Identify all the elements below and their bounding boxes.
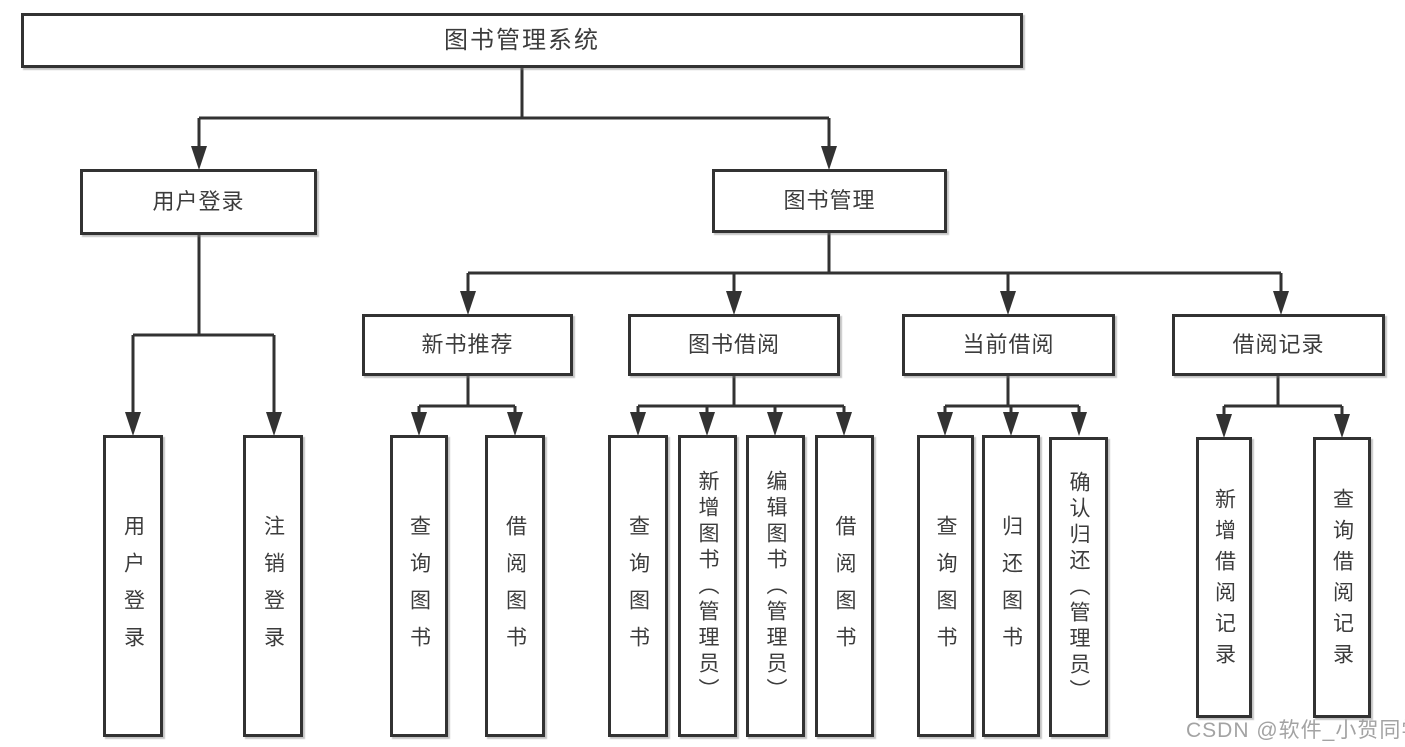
leaf-borrow-books-recommend: 借阅图书 [485,435,545,737]
leaf-query-books-recommend: 查询图书 [390,435,448,737]
leaf-add-borrow-record: 新增借阅记录 [1196,437,1252,718]
node-book-management: 图书管理 [712,169,947,233]
leaf-borrow-books: 借阅图书 [815,435,874,737]
node-book-borrowing: 图书借阅 [628,314,840,376]
leaf-edit-books-admin: 编辑图书（管理员） [746,435,805,737]
leaf-confirm-return-admin: 确认归还（管理员） [1049,437,1108,737]
leaf-user-login: 用户登录 [103,435,163,737]
arrowheads [125,146,1350,438]
leaf-return-books: 归还图书 [982,435,1040,737]
node-borrowing-records: 借阅记录 [1172,314,1385,376]
leaf-query-books-borrow: 查询图书 [608,435,668,737]
leaf-logout-login: 注销登录 [243,435,303,737]
watermark-csdn: CSDN @软件_小贺同学 [1186,719,1405,742]
leaf-add-books-admin: 新增图书（管理员） [678,435,737,737]
node-new-book-recommendation: 新书推荐 [362,314,573,376]
node-library-management-system: 图书管理系统 [21,13,1023,68]
node-current-borrowing: 当前借阅 [902,314,1115,376]
connector-path [131,68,1344,428]
leaf-query-borrow-record: 查询借阅记录 [1313,437,1371,718]
leaf-query-books-current: 查询图书 [917,435,974,737]
node-user-login: 用户登录 [80,169,317,235]
